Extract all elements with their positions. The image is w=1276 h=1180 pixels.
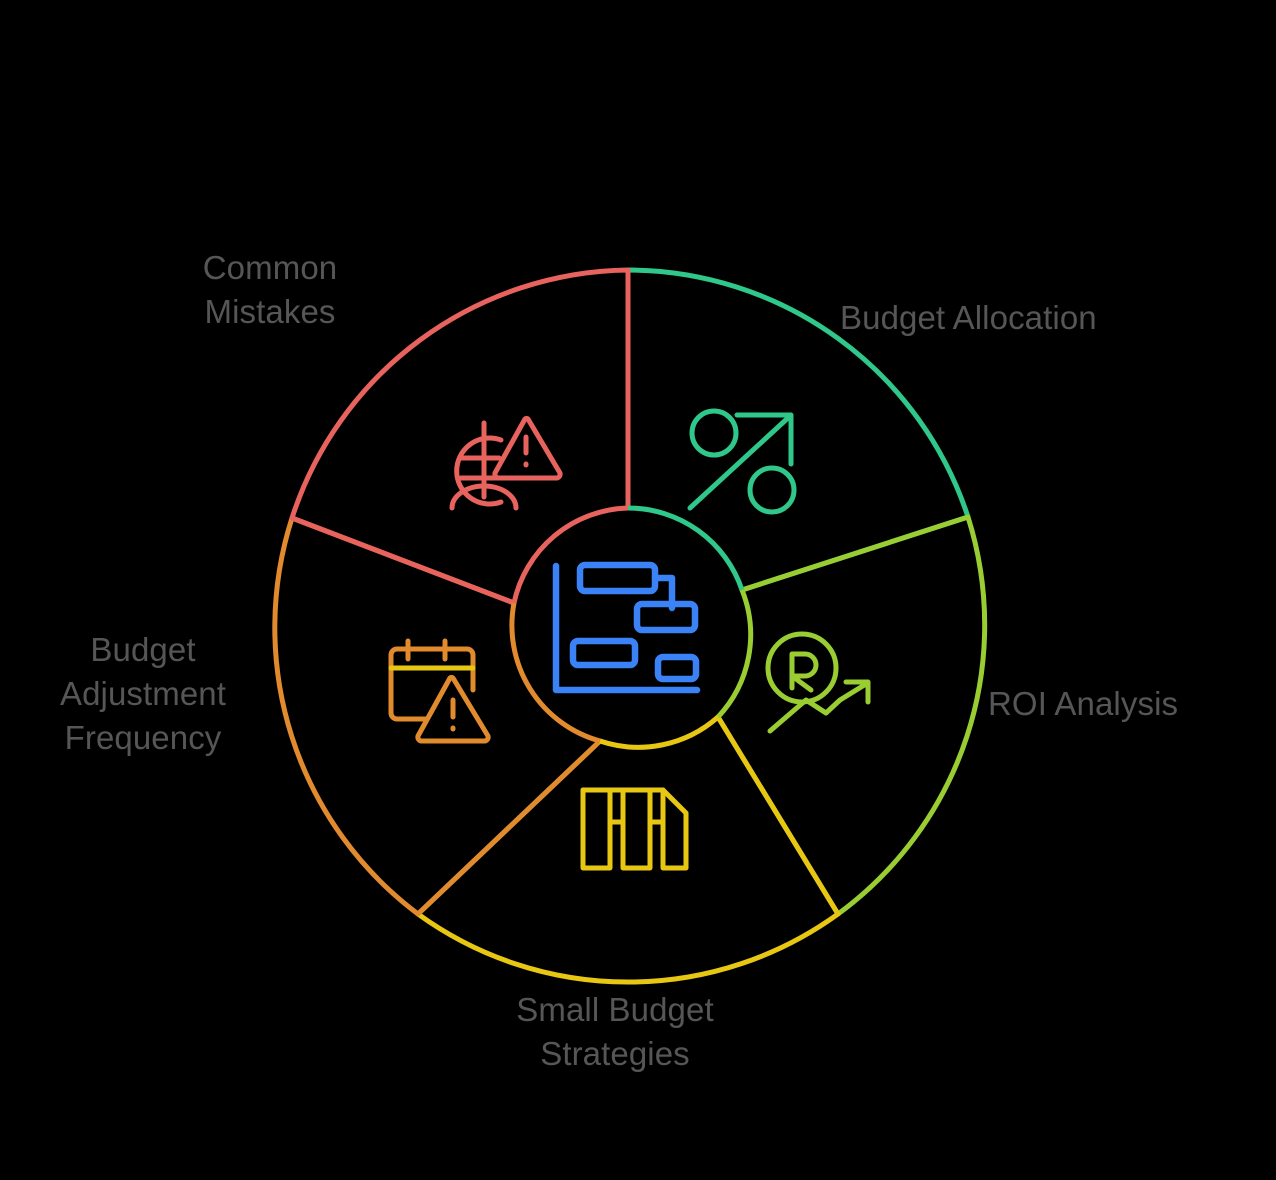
petal-small-budget-strategies[interactable] [415, 714, 841, 985]
calendar-warning-icon [388, 638, 491, 744]
money-stack-icon [580, 787, 689, 871]
roi-circle-arrow-icon [765, 631, 871, 734]
label-budget-allocation: Budget Allocation [840, 299, 1097, 336]
gantt-chart-icon [552, 561, 701, 694]
center-ring-arc-red [511, 505, 629, 604]
label-budget-adjustment-frequency: Budget Adjustment Frequency [59, 631, 227, 757]
currency-warning-icon [449, 415, 563, 511]
petal-roi-analysis[interactable] [715, 514, 988, 917]
petal-budget-allocation[interactable] [625, 267, 971, 593]
center-ring-arc-green [627, 505, 745, 591]
petal-budget-adjustment-frequency[interactable] [272, 515, 603, 917]
label-small-budget-strategies: Small Budget Strategies [516, 991, 714, 1073]
center-ring-arc-yellow [599, 715, 720, 750]
label-common-mistakes: Common Mistakes [202, 249, 338, 331]
petal-group [272, 267, 988, 985]
center-ring-arc-orange [509, 602, 601, 744]
center-ring-arc-lime [716, 589, 754, 719]
label-roi-analysis: ROI Analysis [988, 685, 1179, 722]
center-ring [509, 505, 754, 750]
percent-growth-arrow-icon [687, 408, 797, 515]
petal-common-mistakes[interactable] [289, 267, 631, 606]
